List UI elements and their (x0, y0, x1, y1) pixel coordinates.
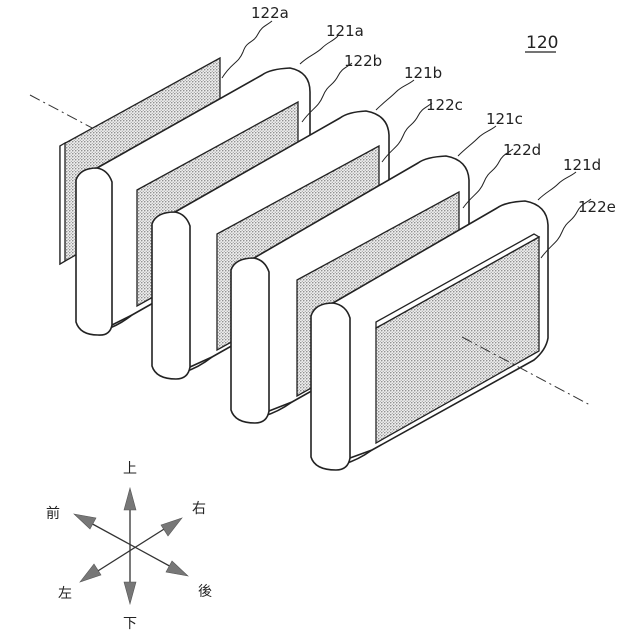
direction-right: 右 (192, 501, 206, 517)
center-axis-rear (30, 95, 96, 130)
label-121c: 121c (486, 110, 523, 128)
arrow-left-icon (80, 564, 101, 582)
label-122e: 122e (578, 198, 616, 216)
label-121d: 121d (563, 156, 601, 174)
arrow-right-icon (161, 518, 182, 536)
direction-up: 上 (123, 461, 137, 477)
figure-number: 120 (526, 33, 558, 53)
label-122c: 122c (426, 96, 463, 114)
label-122d: 122d (503, 141, 541, 159)
label-122a: 122a (251, 4, 289, 22)
label-121b: 121b (404, 64, 442, 82)
direction-indicator: 上 下 前 後 左 右 (46, 461, 212, 632)
arrow-rear-icon (166, 561, 188, 576)
direction-left: 左 (58, 586, 72, 602)
label-122b: 122b (344, 52, 382, 70)
arrow-front-icon (74, 514, 96, 529)
direction-front: 前 (46, 505, 60, 522)
direction-rear: 後 (198, 584, 212, 600)
direction-down: 下 (123, 616, 137, 632)
arrow-down-icon (124, 582, 136, 604)
arrow-up-icon (124, 488, 136, 510)
label-121a: 121a (326, 22, 364, 40)
